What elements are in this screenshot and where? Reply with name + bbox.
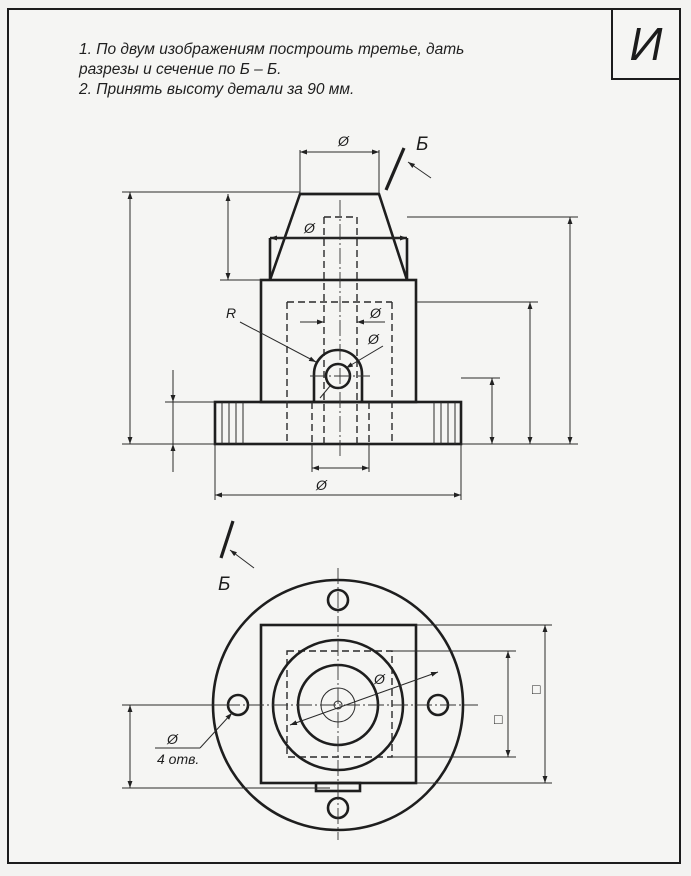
dim-top-diameter: Ø xyxy=(337,133,350,149)
body-square xyxy=(259,623,418,785)
dim-inner-square: □ xyxy=(494,711,503,727)
body-block xyxy=(259,278,418,404)
dim-radius: R xyxy=(226,305,236,321)
bolt-hole-top xyxy=(326,588,350,612)
dim-neck-diameter: Ø xyxy=(303,220,316,236)
front-view: Ø Ø Ø Ø R Ø xyxy=(122,133,578,500)
dim-outer-square: □ xyxy=(532,681,541,697)
base-flange xyxy=(213,400,463,446)
dim-base-diameter: Ø xyxy=(315,477,328,493)
lug xyxy=(312,348,364,402)
task-line-3: 2. Принять высоту детали за 90 мм. xyxy=(79,81,355,98)
dim-bore-diameter: Ø xyxy=(369,305,382,321)
section-mark-bottom: Б xyxy=(218,574,230,595)
dim-hole-diameter: Ø xyxy=(367,331,380,347)
hole-count: 4 отв. xyxy=(157,751,199,767)
task-line-2: разрезы и сечение по Б – Б. xyxy=(79,61,282,78)
task-line-1: 1. По двум изображениям построить третье… xyxy=(79,41,465,58)
variant-letter: И xyxy=(629,18,663,70)
top-view: Ø Ø 4 отв. □ □ Б xyxy=(122,520,552,840)
task-text: 1. По двум изображениям построить третье… xyxy=(79,40,599,100)
dim-cylinder-diameter: Ø xyxy=(373,671,386,687)
variant-box: И xyxy=(611,8,681,80)
dim-hole-diameter-top: Ø xyxy=(166,731,179,747)
flange-hole-lines xyxy=(221,402,456,444)
inner-square xyxy=(286,650,393,758)
section-mark-top: Б xyxy=(416,134,428,155)
